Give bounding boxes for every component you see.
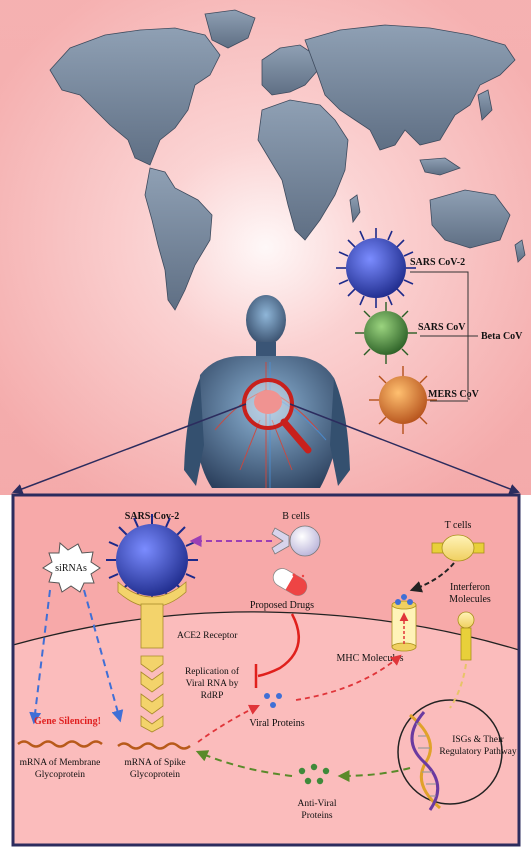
virus-mers-cov	[369, 366, 437, 434]
nucleus	[397, 699, 503, 805]
label-mrna-spike-2: Glycoprotein	[130, 770, 180, 780]
tcell-arrow	[409, 562, 455, 593]
world-map	[49, 9, 526, 311]
dna-helix	[409, 711, 441, 811]
b-cell	[271, 525, 321, 557]
label-viral-proteins: Viral Proteins	[249, 718, 304, 729]
label-replication-2: Viral RNA by	[186, 679, 239, 689]
label-b-cells: B cells	[282, 511, 310, 522]
sirnas-burst	[42, 541, 101, 593]
mhc-molecule	[391, 594, 417, 652]
interferon-to-nucleus-arrow	[449, 663, 467, 709]
label-replication-1: Replication of	[185, 666, 240, 677]
viral-protein-to-mhc-arrow	[295, 654, 402, 701]
virus-sars-cov2	[336, 228, 416, 308]
label-interferon-2: Molecules	[449, 594, 491, 605]
label-antiviral-2: Proteins	[301, 811, 332, 821]
label-interferon-1: Interferon	[450, 582, 490, 593]
label-sirnas: siRNAs	[55, 563, 87, 574]
mrna-membrane-strand	[17, 740, 103, 748]
virus-sars-cov	[355, 302, 417, 364]
ace2-receptor	[117, 581, 187, 649]
human-figure	[184, 295, 350, 488]
mrna-spike-strand	[117, 742, 191, 750]
zoom-lines	[12, 403, 520, 494]
cell-membrane	[12, 611, 520, 846]
label-gene-silencing: Gene Silencing!	[34, 716, 101, 727]
label-ace2: ACE2 Receptor	[177, 631, 238, 641]
viral-protein-dots	[264, 693, 282, 708]
label-isgs-1: ISGs & Their	[452, 735, 504, 745]
t-cell	[431, 534, 485, 562]
label-mrna-spike-1: mRNA of Spike	[124, 757, 185, 768]
label-proposed-drugs: Proposed Drugs	[250, 600, 314, 611]
label-mrna-membrane-1: mRNA of Membrane	[20, 757, 101, 768]
label-replication-3: RdRP	[201, 691, 224, 701]
label-t-cells: T cells	[445, 520, 472, 531]
sirna-arrows	[29, 589, 124, 725]
endocytosis-chevrons	[140, 655, 164, 733]
label-mers-cov: MERS CoV	[428, 389, 480, 400]
label-isgs-2: Regulatory Pathway	[439, 747, 517, 757]
label-mhc: MHC Molecules	[337, 653, 404, 664]
cell-panel-border	[11, 493, 521, 847]
drug-particles	[292, 573, 305, 582]
label-sars-cov2: SARS CoV-2	[410, 257, 465, 268]
antiviral-protein-dots	[298, 763, 330, 785]
interferon-receptor	[457, 611, 475, 661]
label-antiviral-1: Anti-Viral	[297, 799, 336, 809]
inhibition-arc	[254, 613, 300, 688]
mrna-to-viral-protein-arrow	[197, 704, 260, 743]
label-sars-cov: SARS CoV	[418, 322, 466, 333]
green-arrows	[195, 750, 411, 782]
label-mrna-membrane-2: Glycoprotein	[35, 770, 85, 780]
beta-cov-bracket	[410, 271, 478, 402]
label-beta-cov: Beta CoV	[481, 331, 523, 342]
